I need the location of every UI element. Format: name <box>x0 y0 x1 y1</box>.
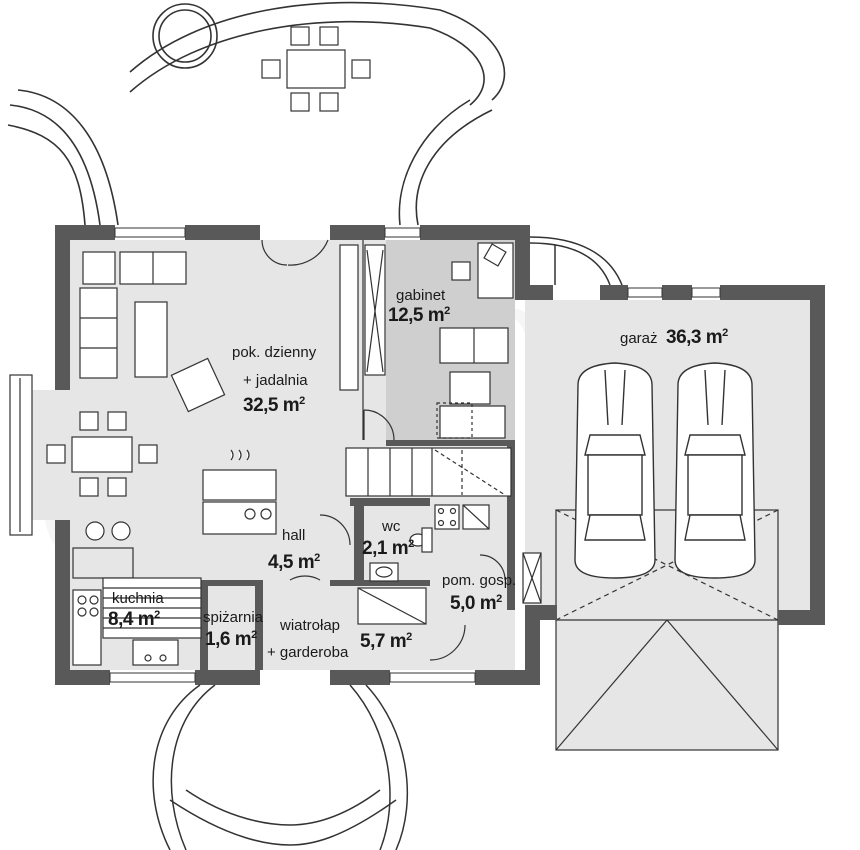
room-area-value: 2,1 <box>362 538 387 559</box>
room-area-spizarnia: 1,6 m2 <box>205 629 257 650</box>
area-unit-exp: 2 <box>408 538 414 550</box>
room-area-value: 1,6 <box>205 629 230 650</box>
area-unit: m <box>234 629 252 650</box>
room-area-wc: 2,1 m2 <box>362 538 414 559</box>
terrace-top <box>7 1 506 226</box>
area-unit-exp: 2 <box>406 631 412 643</box>
room-area-value: 32,5 <box>243 395 278 416</box>
study-furniture <box>436 242 514 439</box>
area-unit-exp: 2 <box>722 327 728 339</box>
room-label-salon-name2: + jadalnia <box>243 372 308 389</box>
walls <box>55 225 825 685</box>
terrace-table <box>261 26 371 112</box>
room-label-pomgosp: pom. gosp. <box>442 572 517 589</box>
room-label-hall: hall <box>282 527 306 544</box>
room-area-salon: 32,5 m2 <box>243 395 305 416</box>
area-unit-exp: 2 <box>496 593 502 605</box>
living-furniture <box>46 251 277 541</box>
room-label-salon-name: pok. dzienny <box>232 344 317 361</box>
bath-fixtures <box>357 504 542 625</box>
interior-walls <box>200 440 515 670</box>
room-area-hall: 4,5 m2 <box>268 552 320 573</box>
room-label-garaz: garaż <box>620 330 658 347</box>
room-area-value: 4,5 <box>268 552 293 573</box>
area-unit-exp: 2 <box>299 395 305 407</box>
area-unit: m <box>389 631 407 652</box>
room-area-garaz: 36,3 m2 <box>666 327 728 348</box>
room-label-spizarnia: spiżarnia <box>203 609 264 626</box>
garage-side-door <box>529 236 623 286</box>
kitchen-furniture <box>72 547 202 666</box>
area-unit: m <box>282 395 300 416</box>
area-unit-exp: 2 <box>314 552 320 564</box>
area-unit: m <box>297 552 315 573</box>
room-label-gabinet: gabinet <box>396 287 446 304</box>
room-area-pomgosp: 5,0 m2 <box>450 593 502 614</box>
garage-roof <box>555 509 779 751</box>
area-unit-exp: 2 <box>251 629 257 641</box>
room-area-value: 8,4 <box>108 609 133 630</box>
area-unit: m <box>391 538 409 559</box>
area-unit-exp: 2 <box>444 305 450 317</box>
room-label-wiatrolap-name2: + garderoba <box>267 644 349 661</box>
area-unit-exp: 2 <box>154 609 160 621</box>
interior-lines <box>174 239 512 661</box>
car-left <box>574 362 656 579</box>
windows <box>109 227 721 683</box>
room-label-kuchnia: kuchnia <box>112 590 164 607</box>
car-right <box>674 362 756 579</box>
entrance-arcs <box>152 684 409 850</box>
room-area-value: 12,5 <box>388 305 423 326</box>
room-area-kuchnia: 8,4 m2 <box>108 609 160 630</box>
room-label-wc: wc <box>382 518 401 535</box>
room-label-wiatrolap-name: wiatrołap <box>280 617 341 634</box>
bay-window <box>9 374 33 536</box>
room-area-gabinet: 12,5 m2 <box>388 305 450 326</box>
area-unit: m <box>427 305 445 326</box>
room-area-value: 36,3 <box>666 327 701 348</box>
area-unit: m <box>479 593 497 614</box>
room-area-value: 5,0 <box>450 593 475 614</box>
room-area-wiatrolap: 5,7 m2 <box>360 631 412 652</box>
room-area-value: 5,7 <box>360 631 385 652</box>
area-unit: m <box>705 327 723 348</box>
area-unit: m <box>137 609 155 630</box>
